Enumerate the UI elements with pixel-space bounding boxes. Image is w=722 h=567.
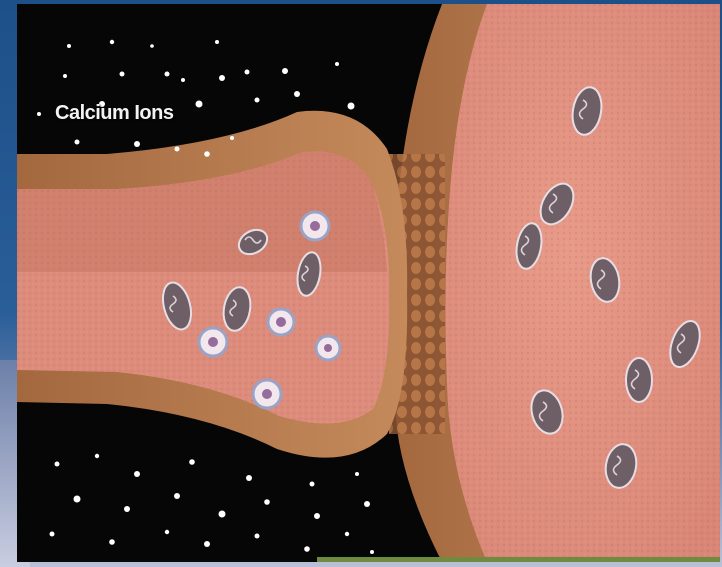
panel-bottom-strip bbox=[317, 557, 720, 562]
synapse-illustration: Calcium Ions bbox=[17, 4, 720, 562]
synapse-scene bbox=[17, 4, 720, 562]
calcium-ions-label: Calcium Ions bbox=[55, 102, 173, 125]
